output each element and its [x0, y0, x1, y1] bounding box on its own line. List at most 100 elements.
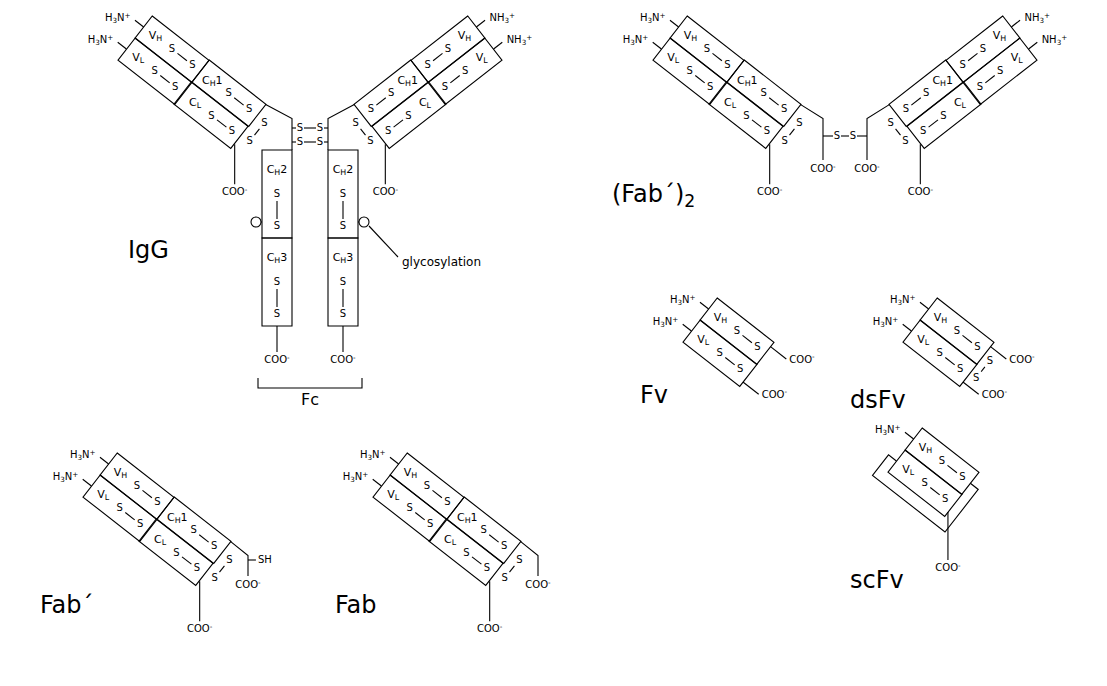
text-part: C — [189, 95, 197, 108]
text-part: N — [100, 35, 107, 46]
disulfide-bond — [472, 557, 481, 564]
text-part: H — [343, 472, 351, 483]
text-part: L — [1018, 56, 1022, 65]
text-part: S — [501, 572, 507, 583]
text-part: V — [902, 463, 910, 476]
text-part: S — [226, 87, 232, 98]
disulfide-bond — [292, 141, 296, 142]
text-part: S — [340, 188, 346, 199]
n-terminus-stub — [683, 324, 692, 331]
sulfur-atom: S — [937, 348, 943, 358]
sulfur-atom: S — [297, 123, 303, 133]
text-part: L — [452, 537, 456, 546]
sulfur-atom: S — [444, 497, 450, 507]
domain-shape — [373, 475, 447, 541]
text-part: S — [274, 188, 280, 199]
text-part: COO — [222, 187, 245, 198]
sulfur-atom: S — [481, 525, 487, 535]
text-part: H — [653, 317, 661, 328]
sulfur-atom: S — [274, 221, 280, 231]
text-part: S — [407, 502, 413, 513]
domain-label: VH — [404, 467, 417, 480]
domain-label: VH — [714, 312, 727, 325]
text-part: C — [167, 510, 175, 523]
domain-shape — [903, 320, 977, 386]
glycosylation-site — [251, 217, 261, 227]
text-part: V — [697, 333, 705, 346]
text-part: Fab´ — [40, 591, 94, 619]
text-part: S — [481, 524, 487, 535]
sulfur-atom: S — [717, 348, 723, 358]
text-part: H — [465, 34, 471, 43]
sulfur-atom: S — [462, 66, 468, 76]
text-part: V — [917, 333, 925, 346]
text-part: S — [405, 110, 411, 121]
sulfur-atom: S — [442, 82, 448, 92]
text-part: H — [105, 12, 113, 23]
text-part: 3 — [630, 38, 635, 47]
n-terminus-label: NH3+ — [489, 12, 515, 24]
light-chain-tail — [920, 144, 921, 184]
text-part: (Fab´) — [612, 180, 684, 208]
text-part: 3 — [1057, 38, 1062, 47]
text-part: V — [149, 29, 157, 42]
disulfide-bond — [963, 335, 972, 342]
text-part: + — [892, 315, 898, 324]
text-part: COO — [373, 187, 396, 198]
n-terminus-label: NH3+ — [507, 34, 533, 46]
n-terminus-label: H3N+ — [53, 471, 79, 483]
text-part: S — [208, 110, 214, 121]
text-part: V — [114, 466, 122, 479]
text-part: + — [72, 470, 78, 479]
text-part: H — [53, 472, 61, 483]
c-terminus-label: COO- — [982, 389, 1007, 400]
text-part: - — [1032, 352, 1035, 361]
c-terminus-label: COO- — [330, 354, 355, 365]
heavy-chain-hinge — [801, 105, 823, 160]
text-part: S — [743, 110, 749, 121]
text-part: N — [82, 449, 89, 460]
disulfide-bond — [376, 98, 385, 105]
sulfur-atom: S — [974, 342, 980, 352]
sulfur-atom: S — [274, 189, 280, 199]
text-part: H — [210, 78, 216, 87]
text-part: COO — [935, 562, 958, 573]
disulfide-bond — [930, 488, 939, 495]
disulfide-bond — [217, 120, 226, 127]
sulfur-atom: S — [261, 118, 267, 128]
text-part: S — [717, 347, 723, 358]
text-part: - — [812, 352, 815, 361]
text-part: S — [340, 308, 346, 319]
sulfur-atom: S — [997, 66, 1003, 76]
disulfide-bond — [125, 513, 134, 520]
domain-shape — [135, 16, 209, 82]
text-part: S — [317, 122, 323, 133]
text-part: 1 — [946, 73, 953, 86]
domain-shape — [262, 238, 292, 326]
text-part: C — [932, 73, 940, 86]
n-terminus-stub — [390, 457, 399, 464]
text-part: V — [714, 311, 722, 324]
chain-tail — [743, 382, 759, 394]
domain-label: VL — [1011, 52, 1023, 65]
thiol-group: SH — [258, 555, 272, 565]
chain-tail — [947, 512, 948, 560]
text-part: COO — [757, 187, 780, 198]
text-part: + — [642, 33, 648, 42]
domain-shape — [174, 82, 248, 148]
n-terminus-stub — [83, 479, 92, 486]
text-part: - — [930, 185, 933, 194]
domain-label: CH2 — [333, 164, 354, 177]
text-part: S — [903, 103, 909, 114]
fc-bracket — [258, 378, 362, 388]
text-part: S — [317, 136, 323, 147]
light-chain-tail — [234, 144, 235, 184]
peptide-chain-connector — [266, 105, 292, 150]
text-part: V — [934, 311, 942, 324]
text-part: S — [987, 355, 993, 366]
domain-shape — [905, 428, 979, 494]
text-part: + — [90, 448, 96, 457]
sulfur-atom: S — [687, 66, 693, 76]
sulfur-atom: S — [764, 126, 770, 136]
sulfur-atom: S — [973, 373, 979, 383]
